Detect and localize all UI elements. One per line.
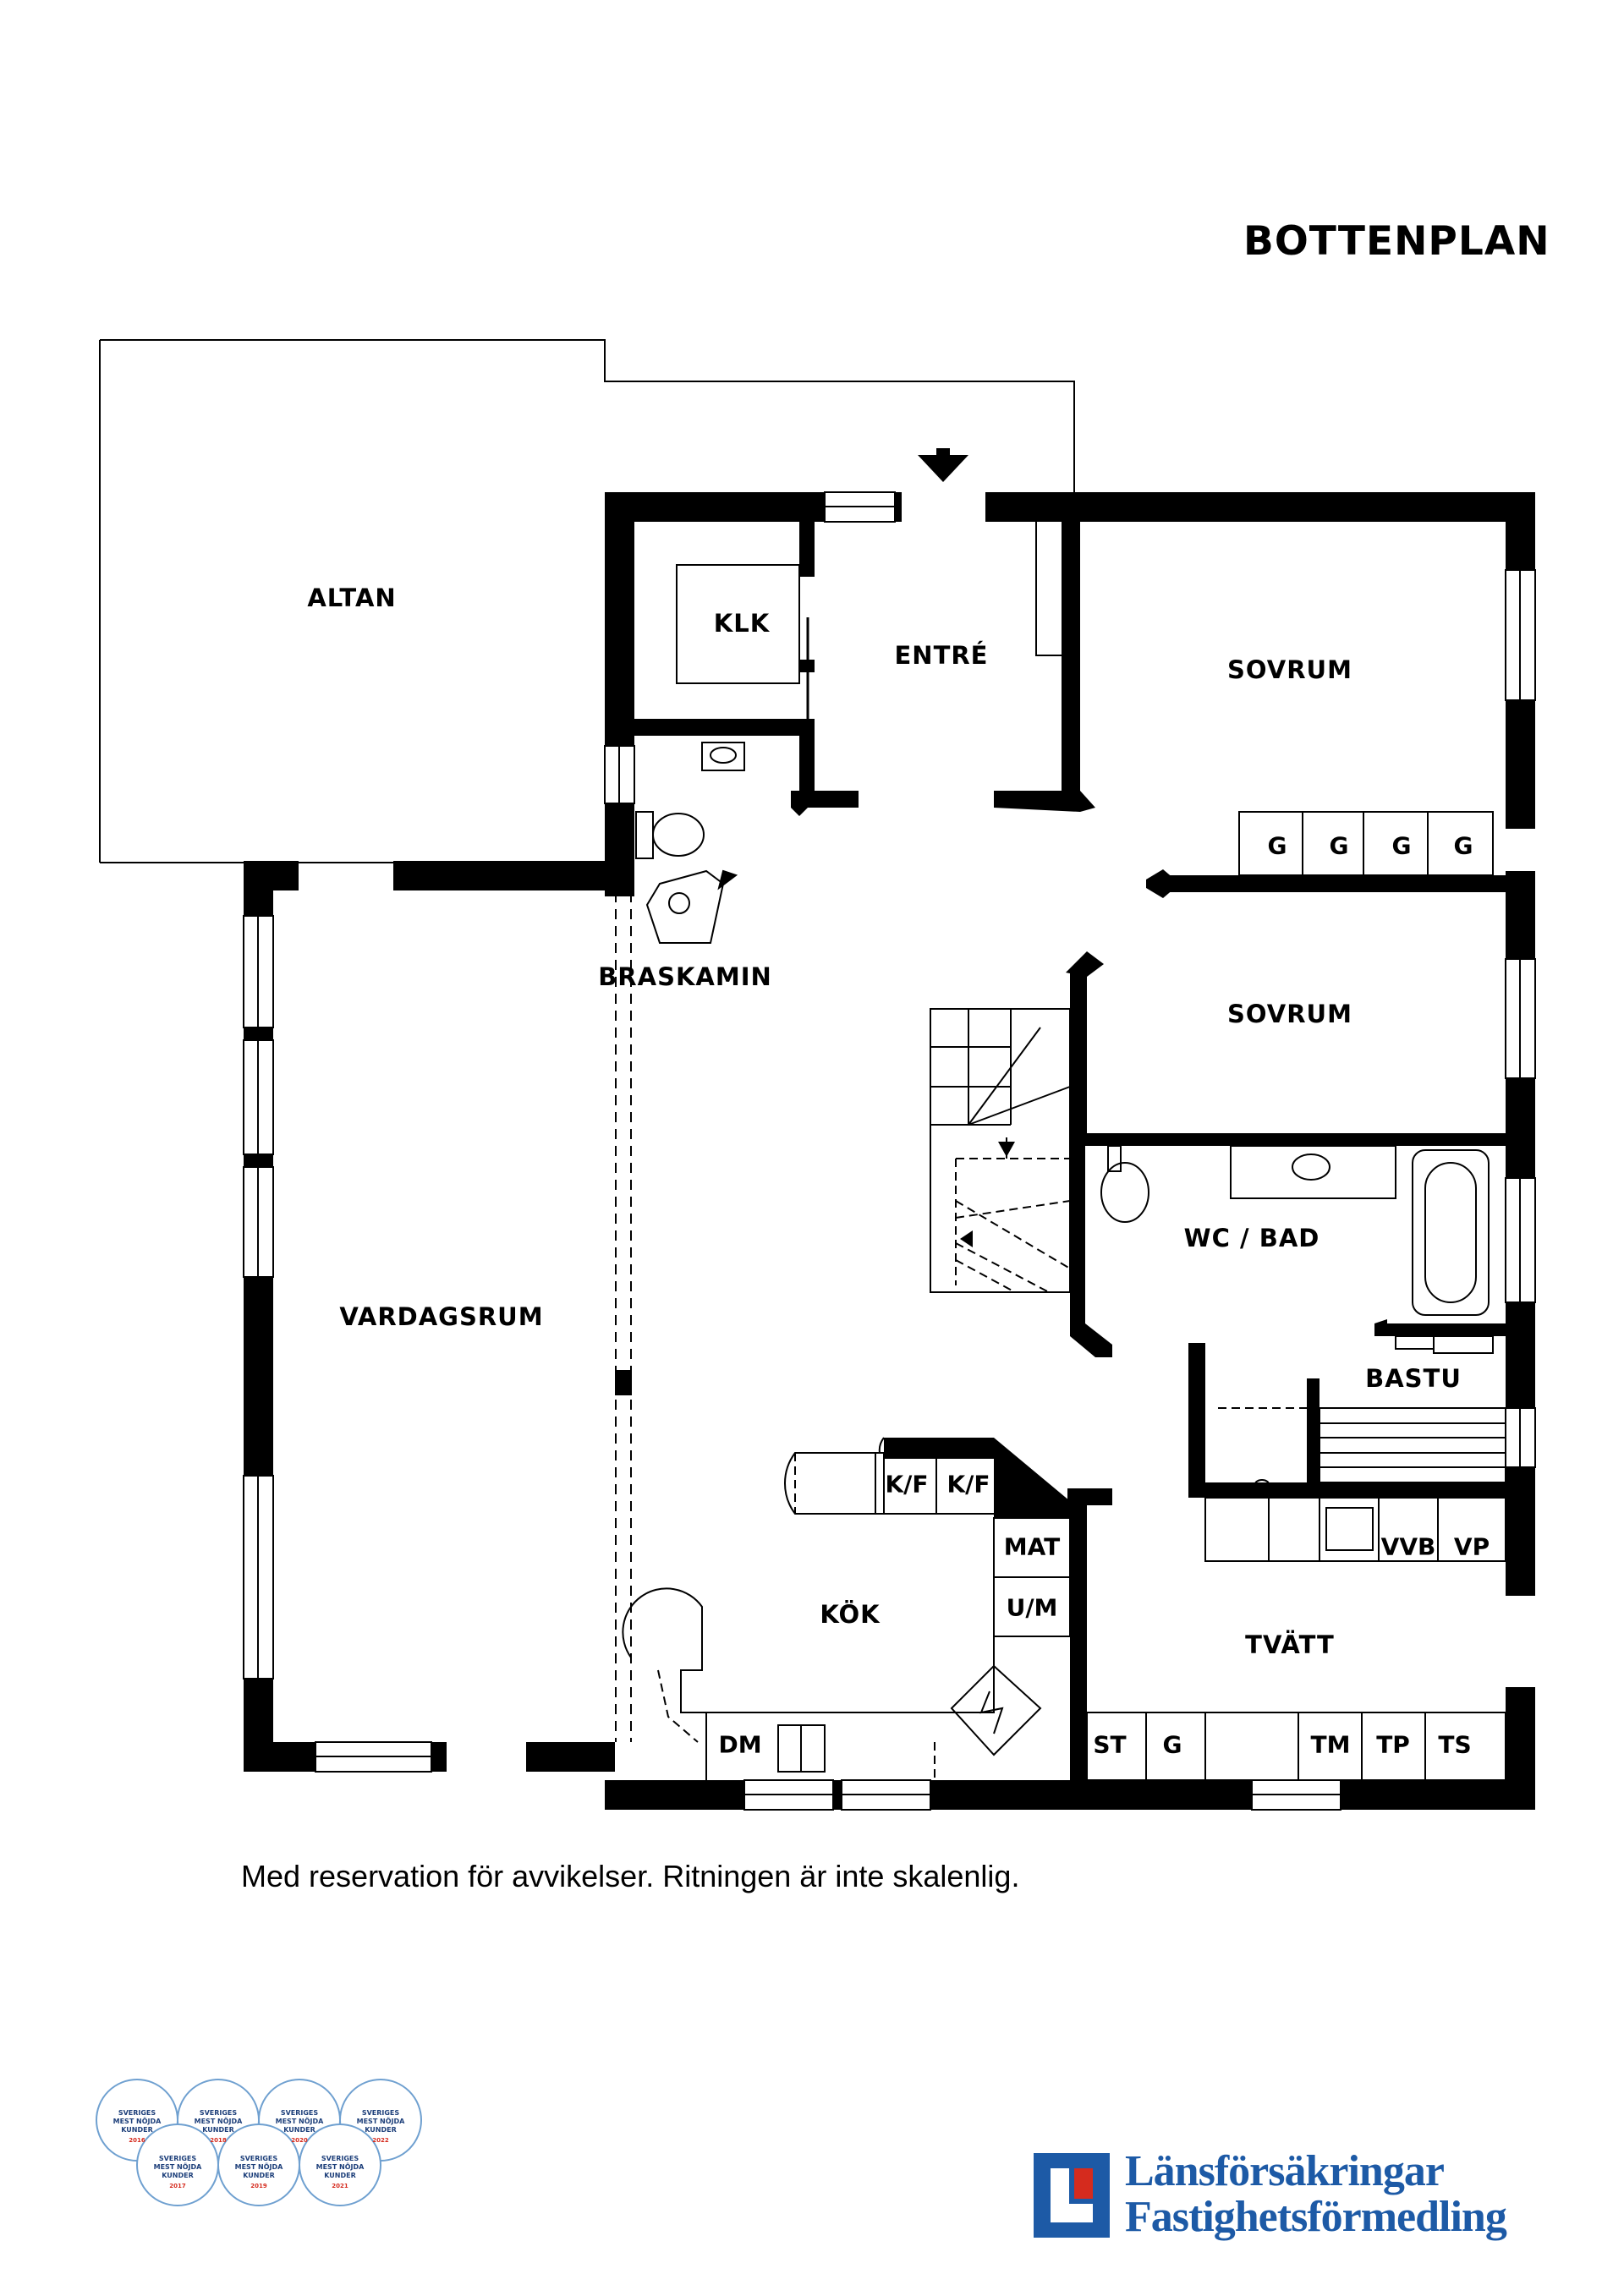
svg-text:2020: 2020 xyxy=(291,2137,308,2144)
svg-text:KUNDER: KUNDER xyxy=(324,2172,356,2179)
svg-text:2022: 2022 xyxy=(372,2137,389,2144)
svg-text:SVERIGES: SVERIGES xyxy=(321,2155,359,2162)
room-label-entre: ENTRÉ xyxy=(894,641,989,670)
svg-text:SVERIGES: SVERIGES xyxy=(200,2109,238,2117)
room-label-wc-bad: WC / BAD xyxy=(1183,1224,1320,1252)
brand-logo: Länsförsäkringar Fastighetsförmedling xyxy=(1034,2148,1558,2249)
room-label-kok: KÖK xyxy=(820,1600,881,1629)
svg-text:KUNDER: KUNDER xyxy=(243,2172,275,2179)
disclaimer-text: Med reservation för avvikelser. Ritninge… xyxy=(241,1859,1020,1893)
svg-text:MEST NÖJDA: MEST NÖJDA xyxy=(357,2117,406,2125)
fixture-label-g: G xyxy=(1391,831,1412,860)
fixture-label-vvb: VVB xyxy=(1380,1532,1436,1561)
svg-text:KUNDER: KUNDER xyxy=(365,2126,397,2134)
svg-text:KUNDER: KUNDER xyxy=(283,2126,315,2134)
svg-text:KUNDER: KUNDER xyxy=(121,2126,153,2134)
room-label-altan: ALTAN xyxy=(307,584,397,612)
fixture-label-dm: DM xyxy=(718,1730,762,1759)
room-label-sovrum-1: SOVRUM xyxy=(1227,655,1352,684)
svg-text:KUNDER: KUNDER xyxy=(202,2126,234,2134)
brand-mark-icon xyxy=(1034,2153,1110,2238)
room-label-bastu: BASTU xyxy=(1365,1364,1462,1393)
room-label-klk: KLK xyxy=(713,609,771,638)
fixture-label-st: ST xyxy=(1093,1730,1127,1759)
fixture-label-tm: TM xyxy=(1310,1730,1351,1759)
fixture-label-g: G xyxy=(1453,831,1473,860)
svg-text:KUNDER: KUNDER xyxy=(162,2172,194,2179)
plan-title: BOTTENPLAN xyxy=(1243,218,1550,265)
svg-text:MEST NÖJDA: MEST NÖJDA xyxy=(276,2117,325,2125)
room-label-sovrum-2: SOVRUM xyxy=(1227,1000,1352,1028)
svg-text:MEST NÖJDA: MEST NÖJDA xyxy=(195,2117,244,2125)
svg-text:2021: 2021 xyxy=(332,2183,348,2189)
fixture-label-ts: TS xyxy=(1438,1730,1472,1759)
svg-text:MEST NÖJDA: MEST NÖJDA xyxy=(113,2117,162,2125)
brand-name-line-1: Länsförsäkringar xyxy=(1125,2147,1445,2195)
stair-arrow-icon xyxy=(960,1230,973,1247)
stair-arrow-icon xyxy=(998,1142,1015,1157)
svg-text:MEST NÖJDA: MEST NÖJDA xyxy=(316,2162,365,2171)
svg-text:SVERIGES: SVERIGES xyxy=(159,2155,197,2162)
room-label-braskamin: BRASKAMIN xyxy=(598,962,772,991)
room-label-vardagsrum: VARDAGSRUM xyxy=(339,1302,544,1331)
svg-text:2018: 2018 xyxy=(210,2137,227,2144)
svg-text:SVERIGES: SVERIGES xyxy=(240,2155,278,2162)
svg-text:MEST NÖJDA: MEST NÖJDA xyxy=(154,2162,203,2171)
fixture-label-g: G xyxy=(1162,1730,1182,1759)
svg-text:2016: 2016 xyxy=(129,2137,145,2144)
furniture xyxy=(615,522,1506,1781)
windows xyxy=(243,491,1536,1811)
fixture-label-kf: K/F xyxy=(946,1470,990,1499)
svg-text:SVERIGES: SVERIGES xyxy=(362,2109,400,2117)
fixture-label-um: U/M xyxy=(1006,1593,1058,1622)
svg-text:SVERIGES: SVERIGES xyxy=(118,2109,156,2117)
walls xyxy=(244,492,1535,1810)
entrance-arrow-icon xyxy=(918,455,968,482)
svg-text:SVERIGES: SVERIGES xyxy=(281,2109,319,2117)
deck-outline xyxy=(99,339,1075,863)
fixture-label-g: G xyxy=(1267,831,1287,860)
fixture-label-mat: MAT xyxy=(1003,1532,1061,1561)
brand-name-line-2: Fastighetsförmedling xyxy=(1125,2193,1507,2241)
fixture-label-tp: TP xyxy=(1376,1730,1410,1759)
fixture-label-vp: VP xyxy=(1453,1532,1490,1561)
svg-text:2017: 2017 xyxy=(169,2183,186,2189)
fixture-label-kf: K/F xyxy=(885,1470,929,1499)
svg-text:MEST NÖJDA: MEST NÖJDA xyxy=(235,2162,284,2171)
svg-text:2019: 2019 xyxy=(250,2183,267,2189)
room-label-tvatt: TVÄTT xyxy=(1245,1630,1335,1659)
fixture-label-g: G xyxy=(1329,831,1349,860)
